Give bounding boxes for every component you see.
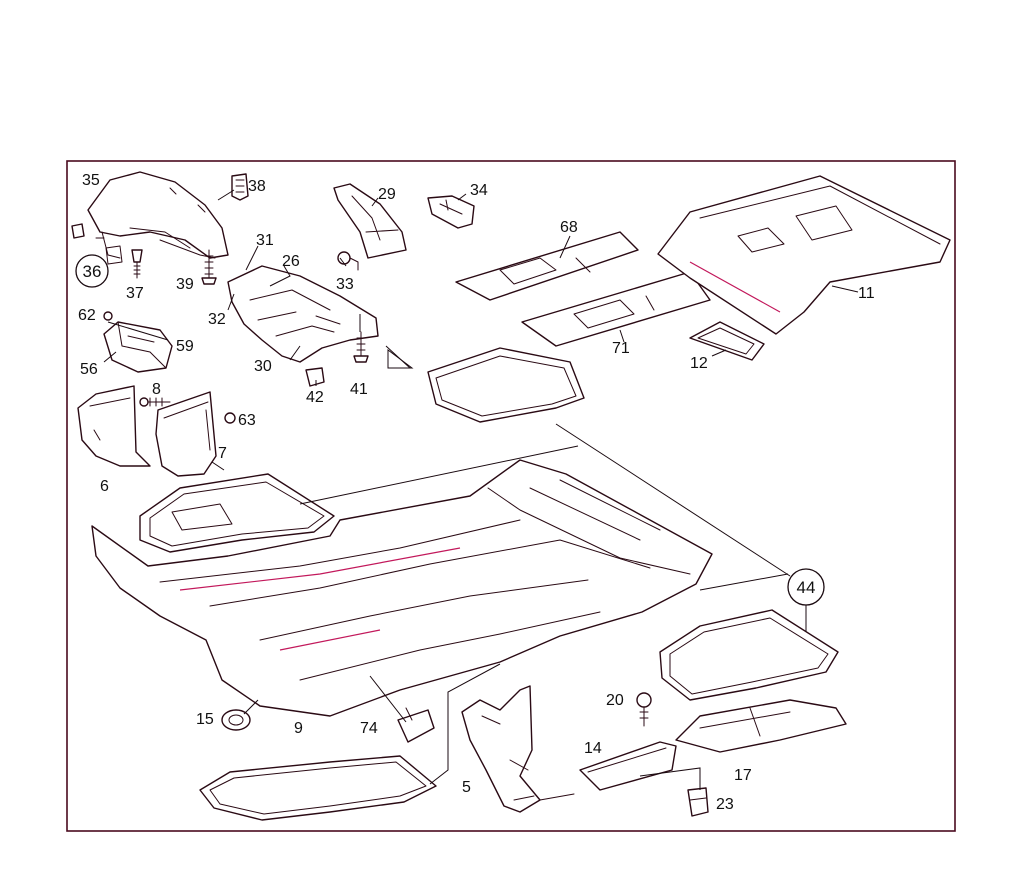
driver-mat xyxy=(139,473,335,553)
part-35-trim-cover xyxy=(87,171,229,259)
callout-68: 68 xyxy=(560,219,578,236)
part-12-gasket xyxy=(689,321,765,361)
callout-17: 17 xyxy=(734,767,752,784)
callout-33: 33 xyxy=(336,276,354,293)
callout-39: 39 xyxy=(176,276,194,293)
part-33-clip xyxy=(337,251,359,271)
part-36-nut xyxy=(71,223,123,265)
callout-44-circle xyxy=(787,568,825,606)
part-41-screw xyxy=(353,331,369,363)
part-5-bracket xyxy=(461,685,575,813)
callout-6: 6 xyxy=(100,478,109,495)
part-29-bracket xyxy=(333,183,407,259)
callout-34: 34 xyxy=(470,182,488,199)
part-9-floor-carpet xyxy=(91,459,713,717)
part-11-floor-panel xyxy=(657,175,951,335)
callout-36: 36 xyxy=(83,262,102,281)
part-42-nut xyxy=(305,367,325,387)
part-7-side-panel xyxy=(155,391,217,477)
callout-63: 63 xyxy=(238,412,256,429)
callout-labels: 35 38 29 34 68 11 31 26 36 37 39 33 32 6… xyxy=(75,172,875,813)
part-23-clip xyxy=(687,787,709,817)
callout-11: 11 xyxy=(858,285,875,302)
callout-71: 71 xyxy=(612,340,630,357)
callout-32: 32 xyxy=(208,311,226,328)
part-71-pad xyxy=(521,271,711,347)
callout-42: 42 xyxy=(306,389,324,406)
part-63-clip xyxy=(224,412,236,424)
callout-37: 37 xyxy=(126,285,144,302)
callout-5: 5 xyxy=(462,779,471,796)
part-15-grommet xyxy=(221,709,251,731)
part-38-clip xyxy=(231,173,249,201)
part-26-console-support xyxy=(227,265,379,363)
callout-36-circle xyxy=(75,254,109,288)
leader-lines xyxy=(103,189,859,790)
callout-12: 12 xyxy=(690,355,708,372)
callout-30: 30 xyxy=(254,358,272,375)
part-17-trim-panel xyxy=(675,699,847,753)
callout-31: 31 xyxy=(256,232,274,249)
callout-7: 7 xyxy=(218,445,227,462)
part-56-bracket xyxy=(103,311,173,373)
part-6-side-panel xyxy=(77,385,151,467)
callout-23: 23 xyxy=(716,796,734,813)
callout-8: 8 xyxy=(152,381,161,398)
part-8-screw xyxy=(139,397,171,407)
part-34-bracket xyxy=(427,195,475,229)
callout-56: 56 xyxy=(80,361,98,378)
callout-59: 59 xyxy=(176,338,194,355)
callout-20: 20 xyxy=(606,692,624,709)
callout-15: 15 xyxy=(196,711,214,728)
front-mat xyxy=(427,347,585,423)
part-68-pad xyxy=(455,231,639,301)
rear-mat xyxy=(659,609,839,701)
callout-74: 74 xyxy=(360,720,378,737)
callout-38: 38 xyxy=(248,178,266,195)
callout-62: 62 xyxy=(78,307,96,324)
callout-41: 41 xyxy=(350,381,368,398)
callout-26: 26 xyxy=(282,253,300,270)
callout-14: 14 xyxy=(584,740,602,757)
lower-mat xyxy=(199,755,437,821)
part-14-trim-strip xyxy=(579,741,677,791)
part-20-screw xyxy=(636,692,652,727)
callout-35: 35 xyxy=(82,172,100,189)
callout-44: 44 xyxy=(797,578,816,597)
callout-29: 29 xyxy=(378,186,396,203)
part-37-screw xyxy=(131,249,143,279)
part-74-clip xyxy=(397,707,435,743)
part-39-screw xyxy=(201,249,217,285)
callout-9: 9 xyxy=(294,720,303,737)
diagram-frame xyxy=(66,160,956,832)
